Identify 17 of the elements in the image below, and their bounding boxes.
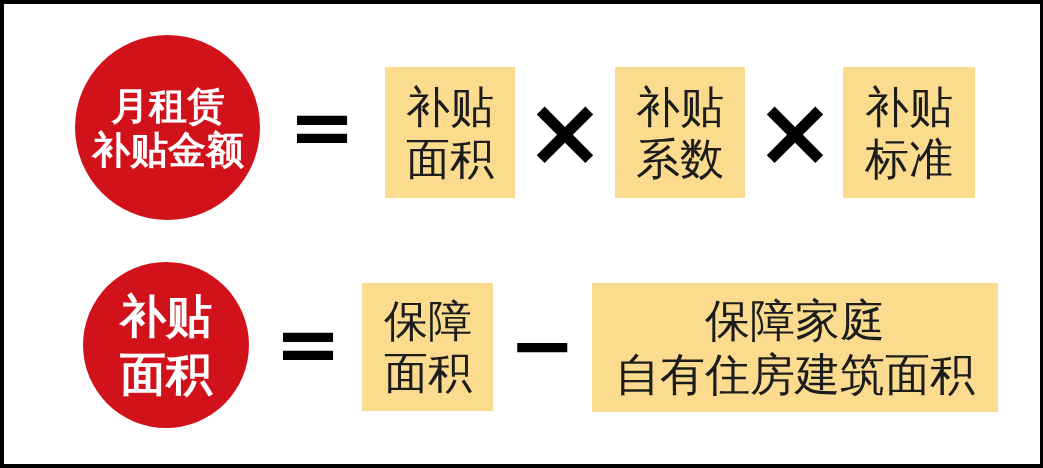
- operator-symbol: −: [508, 306, 576, 386]
- operator-symbol: ×: [524, 84, 606, 180]
- term-label: 补贴系数: [636, 80, 724, 185]
- circle-label: 补贴面积: [120, 288, 212, 403]
- term-box: [385, 67, 515, 198]
- term-box: [843, 67, 975, 198]
- circle-label: 月租赁补贴金额: [91, 83, 244, 172]
- term-box: [615, 67, 745, 198]
- operator-symbol: ×: [754, 84, 836, 180]
- term-label: 补贴面积: [406, 80, 494, 185]
- term-label: 补贴标准: [865, 80, 953, 185]
- term-label: 保障家庭自有住房建筑面积: [615, 293, 975, 402]
- operator-symbol: =: [274, 305, 342, 385]
- term-box: [592, 283, 998, 412]
- operator-symbol: =: [288, 88, 356, 168]
- term-label: 保障面积: [383, 295, 472, 399]
- term-box: [362, 283, 493, 411]
